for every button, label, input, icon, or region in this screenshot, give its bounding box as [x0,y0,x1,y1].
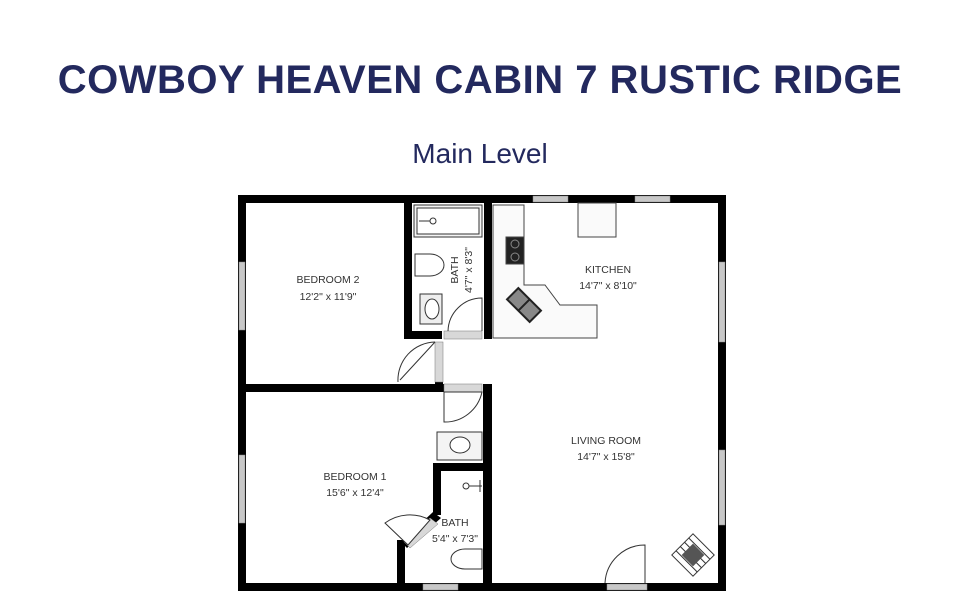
room-name: BATH [441,517,468,529]
fireplace-icon [671,533,715,577]
room-label-kitchen: KITCHEN 14'7" x 8'10" [579,264,637,292]
exterior-walls [238,195,726,591]
lower-bath-fixtures [436,431,483,570]
room-name: LIVING ROOM [571,435,641,447]
room-dims: 15'6" x 12'4" [326,487,384,499]
room-name: BEDROOM 1 [323,471,386,483]
room-dims: 12'2" x 11'9" [300,291,357,303]
room-name: KITCHEN [585,264,631,276]
plan-title: COWBOY HEAVEN CABIN 7 RUSTIC RIDGE [57,58,903,102]
room-name: BATH [449,256,461,283]
room-name: BEDROOM 2 [296,274,359,286]
windows [238,195,726,591]
level-subtitle: Main Level [412,138,548,169]
room-label-upper-bath: BATH 4'7" x 8'3" [449,247,475,293]
room-dims: 5'4" x 7'3" [432,533,478,545]
room-dims: 14'7" x 8'10" [579,280,637,292]
room-label-living-room: LIVING ROOM 14'7" x 15'8" [571,435,641,463]
kitchen-fixtures [492,202,617,339]
room-dims: 4'7" x 8'3" [463,247,475,293]
room-label-bedroom-1: BEDROOM 1 15'6" x 12'4" [323,471,386,499]
door-swings [384,297,646,584]
room-label-lower-bath: BATH 5'4" x 7'3" [432,517,478,545]
room-label-bedroom-2: BEDROOM 2 12'2" x 11'9" [296,274,359,303]
upper-bath-fixtures [413,204,483,325]
room-dims: 14'7" x 15'8" [577,451,635,463]
